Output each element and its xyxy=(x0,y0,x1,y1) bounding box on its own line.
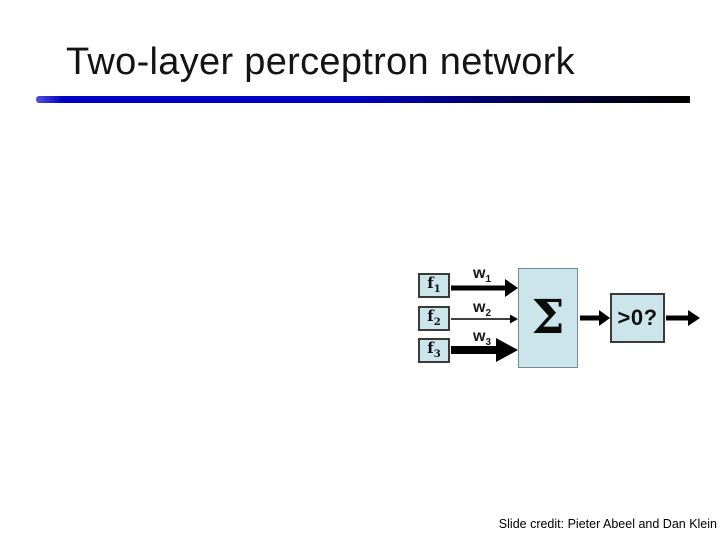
input-node-f1: f1 xyxy=(418,273,450,298)
threshold-label: >0? xyxy=(617,305,658,330)
input-node-f1-label: f1 xyxy=(427,274,441,295)
title-divider-rule xyxy=(36,96,690,103)
weight-label-w2: w2 xyxy=(472,299,491,319)
w2-arrow xyxy=(451,314,518,324)
output-arrow xyxy=(666,310,700,326)
weight-label-w3: w3 xyxy=(472,328,491,348)
input-node-f2-label: f2 xyxy=(427,307,441,328)
input-node-f3-label: f3 xyxy=(427,339,441,360)
slide-credit: Slide credit: Pieter Abeel and Dan Klein xyxy=(498,517,717,531)
sum-to-threshold-arrow xyxy=(580,310,610,326)
slide-title: Two-layer perceptron network xyxy=(66,41,575,83)
threshold-node: >0? xyxy=(610,293,665,343)
sigma-symbol: Σ xyxy=(531,289,565,345)
w3-arrow xyxy=(451,338,518,362)
input-node-f2: f2 xyxy=(418,306,450,331)
arrow-layer xyxy=(451,279,700,362)
w1-arrow xyxy=(451,279,518,297)
sum-node: Σ xyxy=(518,268,578,368)
weight-label-w1: w1 xyxy=(472,265,491,285)
input-node-f3: f3 xyxy=(418,338,450,363)
